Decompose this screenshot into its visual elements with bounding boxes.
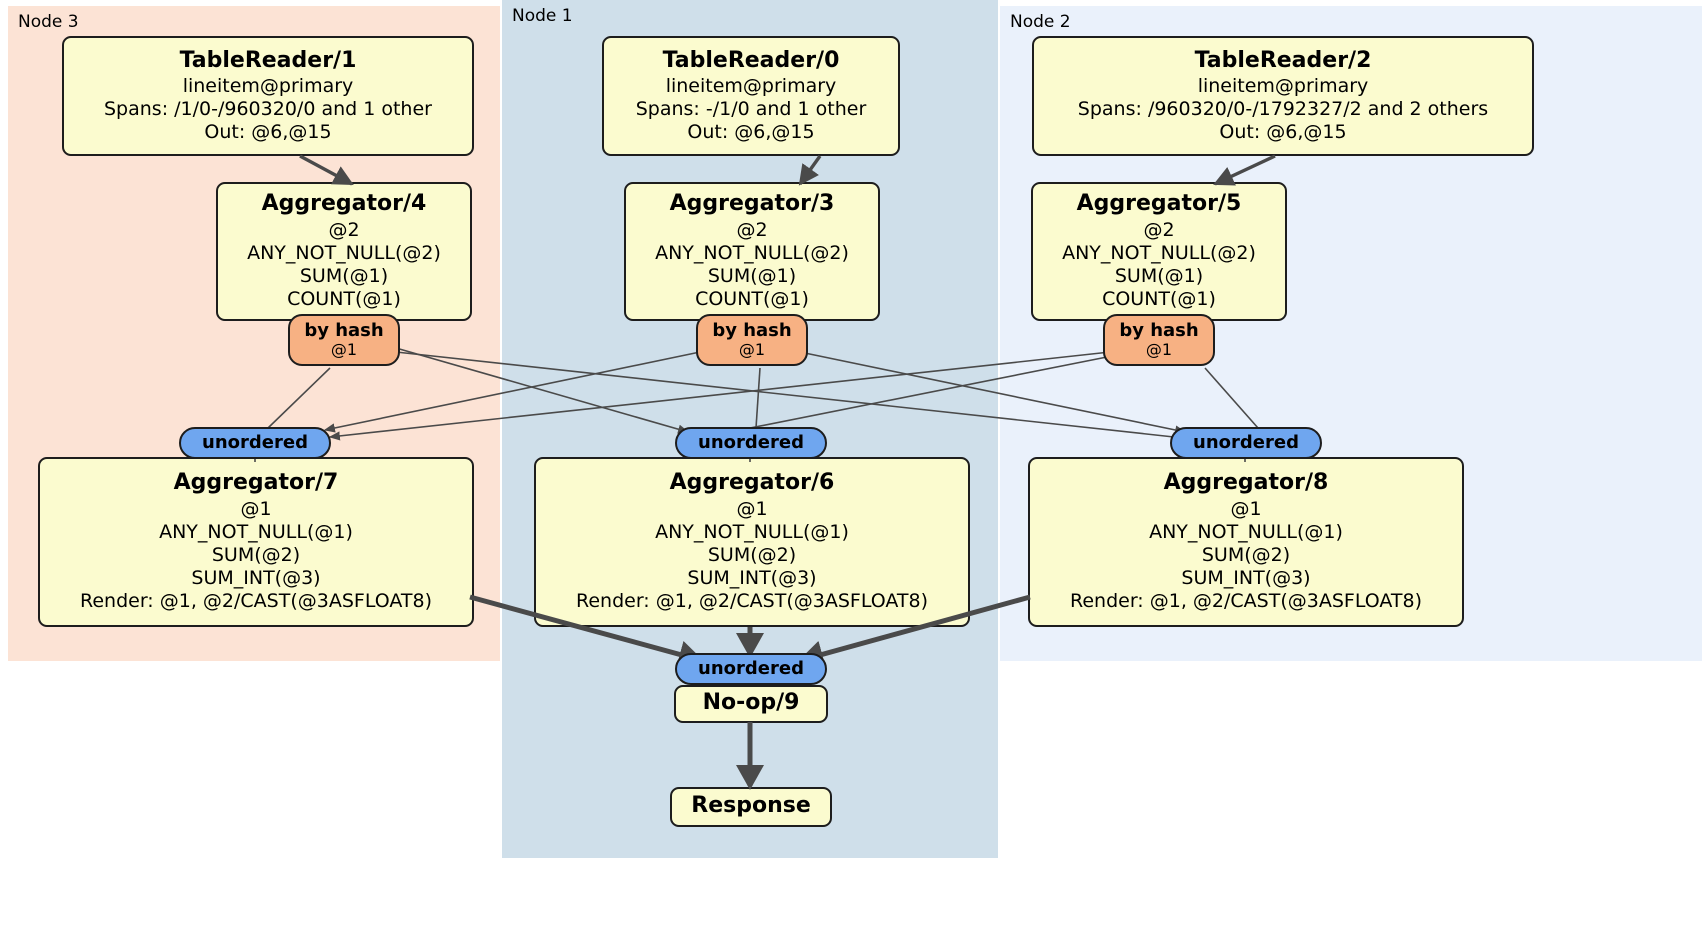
processor-line: SUM_INT(@3): [1181, 567, 1311, 590]
router-kind: by hash: [304, 320, 384, 342]
processor-line: ANY_NOT_NULL(@2): [1062, 242, 1256, 265]
processor-title: Aggregator/3: [669, 191, 835, 217]
processor-aggregator-3[interactable]: Aggregator/3 @2 ANY_NOT_NULL(@2) SUM(@1)…: [624, 182, 880, 321]
processor-line: COUNT(@1): [287, 288, 401, 311]
processor-line: COUNT(@1): [1102, 288, 1216, 311]
processor-line: @1: [240, 497, 272, 520]
processor-line: ANY_NOT_NULL(@1): [655, 520, 849, 543]
processor-line: SUM_INT(@3): [191, 567, 321, 590]
processor-line: Render: @1, @2/CAST(@3ASFLOAT8): [576, 590, 928, 613]
router-pill-by-hash-left[interactable]: by hash @1: [288, 314, 400, 366]
processor-line: @2: [328, 218, 360, 241]
processor-line: Out: @6,@15: [687, 121, 815, 144]
processor-line: Out: @6,@15: [1219, 121, 1347, 144]
processor-line: SUM(@2): [707, 544, 797, 567]
processor-no-op-9[interactable]: No-op/9: [674, 685, 828, 723]
processor-line: Out: @6,@15: [204, 121, 332, 144]
processor-line: Render: @1, @2/CAST(@3ASFLOAT8): [80, 590, 432, 613]
processor-table-reader-0[interactable]: TableReader/0 lineitem@primary Spans: -/…: [602, 36, 900, 156]
processor-aggregator-6[interactable]: Aggregator/6 @1 ANY_NOT_NULL(@1) SUM(@2)…: [534, 457, 970, 627]
processor-title: No-op/9: [702, 690, 800, 716]
processor-title: Aggregator/4: [261, 191, 427, 217]
node-label-node3: Node 3: [18, 12, 79, 32]
router-kind: unordered: [202, 432, 308, 454]
processor-line: @1: [1230, 497, 1262, 520]
router-pill-unordered-left[interactable]: unordered: [179, 427, 331, 459]
processor-aggregator-7[interactable]: Aggregator/7 @1 ANY_NOT_NULL(@1) SUM(@2)…: [38, 457, 474, 627]
processor-aggregator-8[interactable]: Aggregator/8 @1 ANY_NOT_NULL(@1) SUM(@2)…: [1028, 457, 1464, 627]
processor-title: TableReader/0: [662, 47, 840, 73]
processor-line: Spans: -/1/0 and 1 other: [635, 98, 867, 121]
router-kind: unordered: [698, 432, 804, 454]
router-kind: unordered: [698, 658, 804, 680]
processor-line: ANY_NOT_NULL(@1): [159, 520, 353, 543]
processor-line: COUNT(@1): [695, 288, 809, 311]
processor-title: Response: [691, 793, 811, 819]
processor-title: Aggregator/6: [669, 470, 835, 496]
router-stream: @1: [1145, 340, 1173, 360]
processor-line: @2: [736, 218, 768, 241]
processor-title: TableReader/2: [1194, 47, 1372, 73]
processor-line: @2: [1143, 218, 1175, 241]
router-stream: @1: [330, 340, 358, 360]
processor-line: lineitem@primary: [1197, 74, 1369, 97]
processor-line: lineitem@primary: [182, 74, 354, 97]
router-kind: by hash: [1119, 320, 1199, 342]
processor-line: SUM(@2): [211, 544, 301, 567]
processor-title: Aggregator/8: [1163, 470, 1329, 496]
router-pill-unordered-right[interactable]: unordered: [1170, 427, 1322, 459]
processor-line: Render: @1, @2/CAST(@3ASFLOAT8): [1070, 590, 1422, 613]
processor-line: @1: [736, 497, 768, 520]
processor-aggregator-5[interactable]: Aggregator/5 @2 ANY_NOT_NULL(@2) SUM(@1)…: [1031, 182, 1287, 321]
processor-title: Aggregator/7: [173, 470, 339, 496]
processor-line: ANY_NOT_NULL(@2): [247, 242, 441, 265]
processor-line: SUM(@1): [707, 265, 797, 288]
processor-aggregator-4[interactable]: Aggregator/4 @2 ANY_NOT_NULL(@2) SUM(@1)…: [216, 182, 472, 321]
router-pill-unordered-final[interactable]: unordered: [675, 653, 827, 685]
router-pill-unordered-mid[interactable]: unordered: [675, 427, 827, 459]
node-label-node1: Node 1: [512, 6, 573, 26]
router-pill-by-hash-right[interactable]: by hash @1: [1103, 314, 1215, 366]
processor-line: ANY_NOT_NULL(@2): [655, 242, 849, 265]
processor-line: SUM(@2): [1201, 544, 1291, 567]
processor-title: Aggregator/5: [1076, 191, 1242, 217]
node-label-node2: Node 2: [1010, 12, 1071, 32]
router-kind: unordered: [1193, 432, 1299, 454]
processor-table-reader-2[interactable]: TableReader/2 lineitem@primary Spans: /9…: [1032, 36, 1534, 156]
processor-line: SUM(@1): [1114, 265, 1204, 288]
processor-line: ANY_NOT_NULL(@1): [1149, 520, 1343, 543]
processor-line: Spans: /960320/0-/1792327/2 and 2 others: [1077, 98, 1489, 121]
processor-line: SUM(@1): [299, 265, 389, 288]
processor-table-reader-1[interactable]: TableReader/1 lineitem@primary Spans: /1…: [62, 36, 474, 156]
processor-line: lineitem@primary: [665, 74, 837, 97]
processor-response[interactable]: Response: [670, 787, 832, 827]
processor-line: Spans: /1/0-/960320/0 and 1 other: [104, 98, 432, 121]
processor-line: SUM_INT(@3): [687, 567, 817, 590]
router-pill-by-hash-mid[interactable]: by hash @1: [696, 314, 808, 366]
router-stream: @1: [738, 340, 766, 360]
processor-title: TableReader/1: [179, 47, 357, 73]
router-kind: by hash: [712, 320, 792, 342]
